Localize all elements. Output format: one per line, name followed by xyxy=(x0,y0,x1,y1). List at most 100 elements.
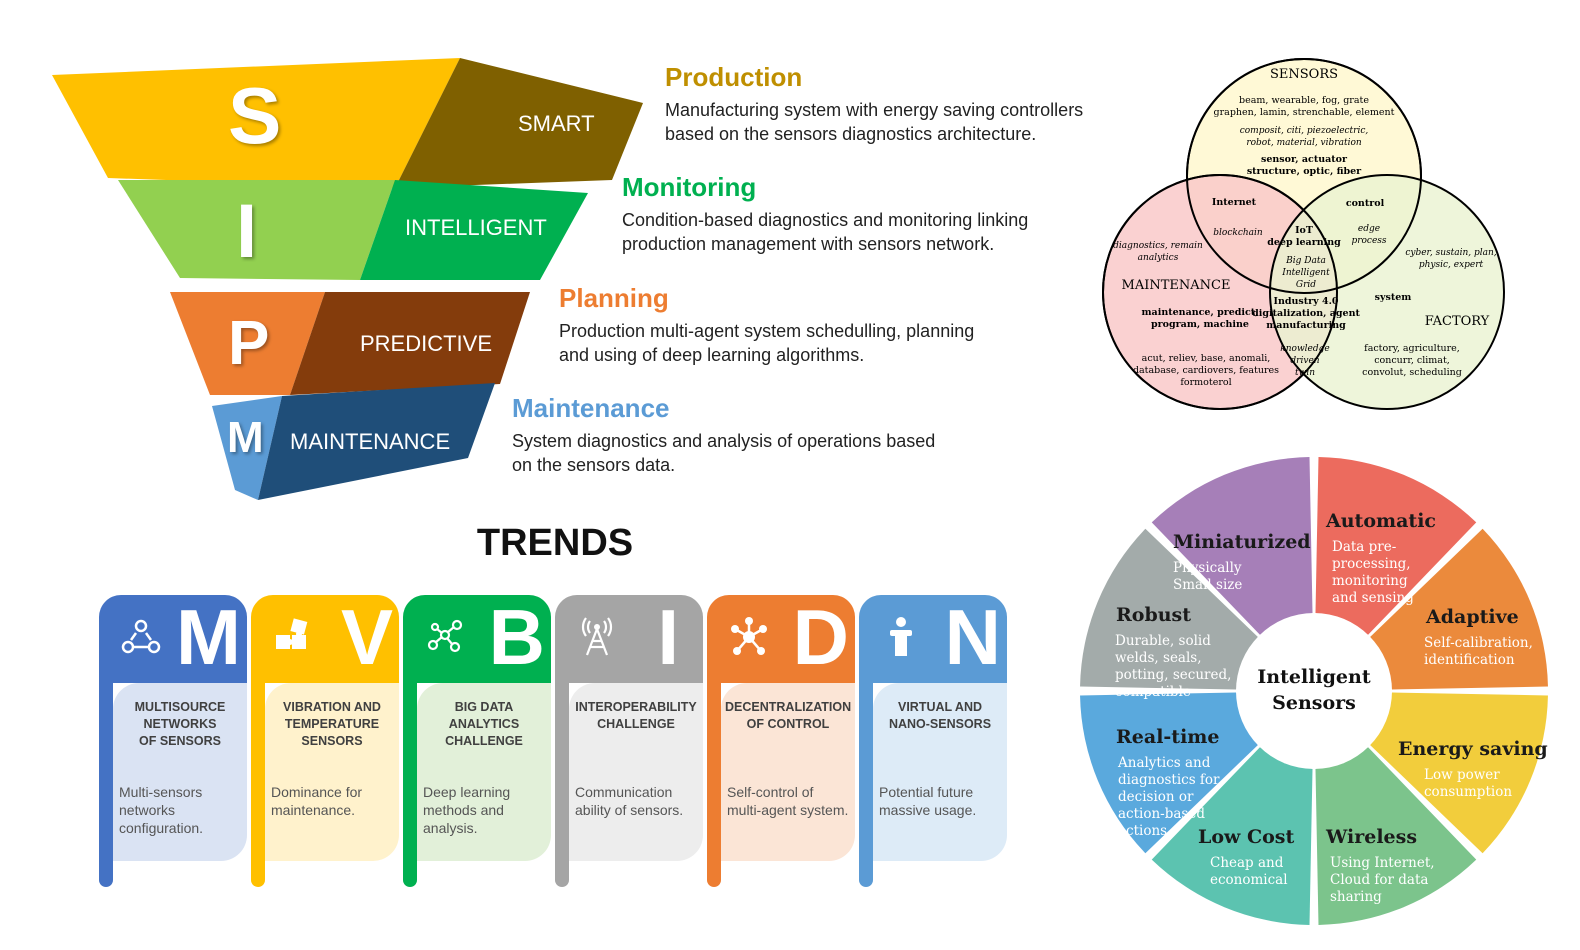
wheel-segment-text: Data pre- xyxy=(1332,539,1396,555)
simp-funnel xyxy=(52,58,643,500)
trend-card-panel xyxy=(569,683,703,861)
venn-mf-bold: digitalization, agent xyxy=(1252,308,1360,319)
funnel-s-light xyxy=(52,58,460,188)
venn-mf-bold: manufacturing xyxy=(1266,320,1346,331)
trend-title-d: DECENTRALIZATION OF CONTROL xyxy=(725,700,852,731)
trend-title-v: VIBRATION AND TEMPERATURE SENSORS xyxy=(283,700,381,748)
trend-letter-i: I xyxy=(657,593,679,681)
venn-sensors-bold: structure, optic, fiber xyxy=(1247,166,1362,177)
trend-letter-b: B xyxy=(488,593,545,681)
desc-planning-text: Production multi-agent system schedullin… xyxy=(559,321,975,365)
trend-card-header xyxy=(555,595,703,683)
desc-planning: Planning Production multi-agent system s… xyxy=(559,283,974,367)
wheel-segment-text: Small size xyxy=(1173,577,1242,593)
trend-card-header xyxy=(859,595,1007,683)
wheel-segment-title: Real-time xyxy=(1116,726,1219,748)
funnel-p-dark xyxy=(290,292,530,395)
desc-maintenance-text: System diagnostics and analysis of opera… xyxy=(512,431,936,475)
venn-maintenance-title: MAINTENANCE xyxy=(1122,278,1231,293)
venn-center-italic: Grid xyxy=(1296,280,1316,290)
trend-text-v: Dominance for maintenance. xyxy=(271,784,363,818)
desc-planning-heading: Planning xyxy=(559,283,669,313)
trend-card-stem xyxy=(251,655,265,887)
venn-maintenance-bold: maintenance, predict, xyxy=(1142,307,1259,318)
wheel-segment-adaptive xyxy=(1370,528,1548,690)
wheel-segment-automatic xyxy=(1315,457,1477,635)
trend-title-m: MULTISOURCE NETWORKS OF SENSORS xyxy=(134,700,226,748)
trend-text-d: Self-control of multi-agent system. xyxy=(727,784,849,818)
wheel-segment-wireless xyxy=(1315,747,1477,925)
wheel-segment-text: Physically xyxy=(1173,560,1242,576)
funnel-p-light xyxy=(170,292,325,395)
wheel-segment-text: diagnostics for xyxy=(1118,772,1220,788)
trend-card-v: V VIBRATION AND TEMPERATURE SENSORS Domi… xyxy=(251,593,399,887)
wheel-segment-text: Analytics and xyxy=(1117,755,1211,771)
venn-mf-italic: knowledge xyxy=(1280,344,1329,354)
venn-mf-italic: driven xyxy=(1290,356,1319,366)
venn-sf-bold: control xyxy=(1346,198,1385,209)
trend-card-stem xyxy=(555,655,569,887)
venn-sm-italic: blockchain xyxy=(1213,228,1263,238)
wheel-segment-text: consumption xyxy=(1424,784,1512,800)
trend-text-n: Potential future massive usage. xyxy=(879,784,977,818)
trend-card-panel xyxy=(721,683,855,861)
wheel-segment-low-cost xyxy=(1151,747,1313,925)
venn-maintenance-italic: analytics xyxy=(1138,253,1179,263)
desc-monitoring: Monitoring Condition-based diagnostics a… xyxy=(622,172,1028,256)
wheel-segment-title: Energy saving xyxy=(1398,738,1548,760)
venn-factory-italic: physic, expert xyxy=(1419,260,1484,270)
trend-card-header xyxy=(707,595,855,683)
venn-sm-bold: Internet xyxy=(1212,197,1257,208)
venn-mf-bold: Industry 4.0 xyxy=(1274,296,1339,307)
trend-text-b: Deep learning methods and analysis. xyxy=(423,784,511,836)
trend-card-i: I INTEROPERABILITY CHALLENGE Communicati… xyxy=(555,593,703,887)
trend-card-stem xyxy=(707,655,721,887)
funnel-label-intelligent: INTELLIGENT xyxy=(405,215,547,240)
trend-title-n: VIRTUAL AND NANO-SENSORS xyxy=(888,700,992,731)
person-podium-icon xyxy=(890,617,912,656)
venn-diagram: SENSORS beam, wearable, fog, grate graph… xyxy=(1102,58,1505,410)
venn-factory-line: concurr, climat, xyxy=(1374,355,1450,366)
trends-title: TRENDS xyxy=(476,522,634,564)
funnel-m-light xyxy=(212,396,282,500)
antenna-tower-icon xyxy=(581,617,613,656)
molecule-icon xyxy=(427,619,463,653)
funnel-label-smart: SMART xyxy=(518,111,595,136)
wheel-segment-text: action-based xyxy=(1118,806,1205,822)
trend-card-b: B BIG DATA ANALYTICS CHALLENGE Deep lear… xyxy=(403,593,551,887)
wheel-segment-text: Cheap and xyxy=(1210,855,1284,871)
wheel-segment-text: identification xyxy=(1424,652,1515,668)
wheel-segment-text: Low power xyxy=(1424,767,1500,783)
funnel-s-dark xyxy=(395,58,643,188)
wheel-segment-title: Wireless xyxy=(1325,826,1417,848)
wheel-segment-text: Self-calibration, xyxy=(1424,635,1533,651)
venn-maintenance-line: formoterol xyxy=(1180,377,1231,388)
wheel-segment-title: Low Cost xyxy=(1198,826,1294,848)
desc-production-heading: Production xyxy=(665,62,803,92)
trend-letter-m: M xyxy=(176,593,241,681)
funnel-i-dark xyxy=(360,180,588,280)
wheel-segment-text: Cloud for data xyxy=(1330,872,1428,888)
funnel-m-dark xyxy=(258,383,495,500)
wheel-segment-energy-saving xyxy=(1370,692,1548,854)
wheel-center-line2: Sensors xyxy=(1272,692,1356,714)
trend-card-stem xyxy=(403,655,417,887)
trend-card-panel xyxy=(113,683,247,861)
wheel-center xyxy=(1236,613,1392,769)
trend-card-header xyxy=(251,595,399,683)
venn-sensors-title: SENSORS xyxy=(1270,67,1338,82)
desc-production: Production Manufacturing system with ene… xyxy=(665,62,1083,146)
trend-card-panel xyxy=(417,683,551,861)
network-people-icon xyxy=(121,619,161,654)
trend-card-header xyxy=(99,595,247,683)
trend-letter-d: D xyxy=(792,593,849,681)
venn-maintenance-bold: program, machine xyxy=(1151,319,1249,330)
venn-factory-italic: cyber, sustain, plan, xyxy=(1405,248,1496,258)
venn-factory-system: system xyxy=(1375,292,1412,303)
venn-sensors-bold: sensor, actuator xyxy=(1261,154,1348,165)
wheel-segment-text: economical xyxy=(1210,872,1288,888)
wheel-center-line1: Intelligent xyxy=(1257,666,1370,688)
trend-letter-v: V xyxy=(340,593,393,681)
trend-card-m: M MULTISOURCE NETWORKS OF SENSORS Multi-… xyxy=(99,593,247,887)
